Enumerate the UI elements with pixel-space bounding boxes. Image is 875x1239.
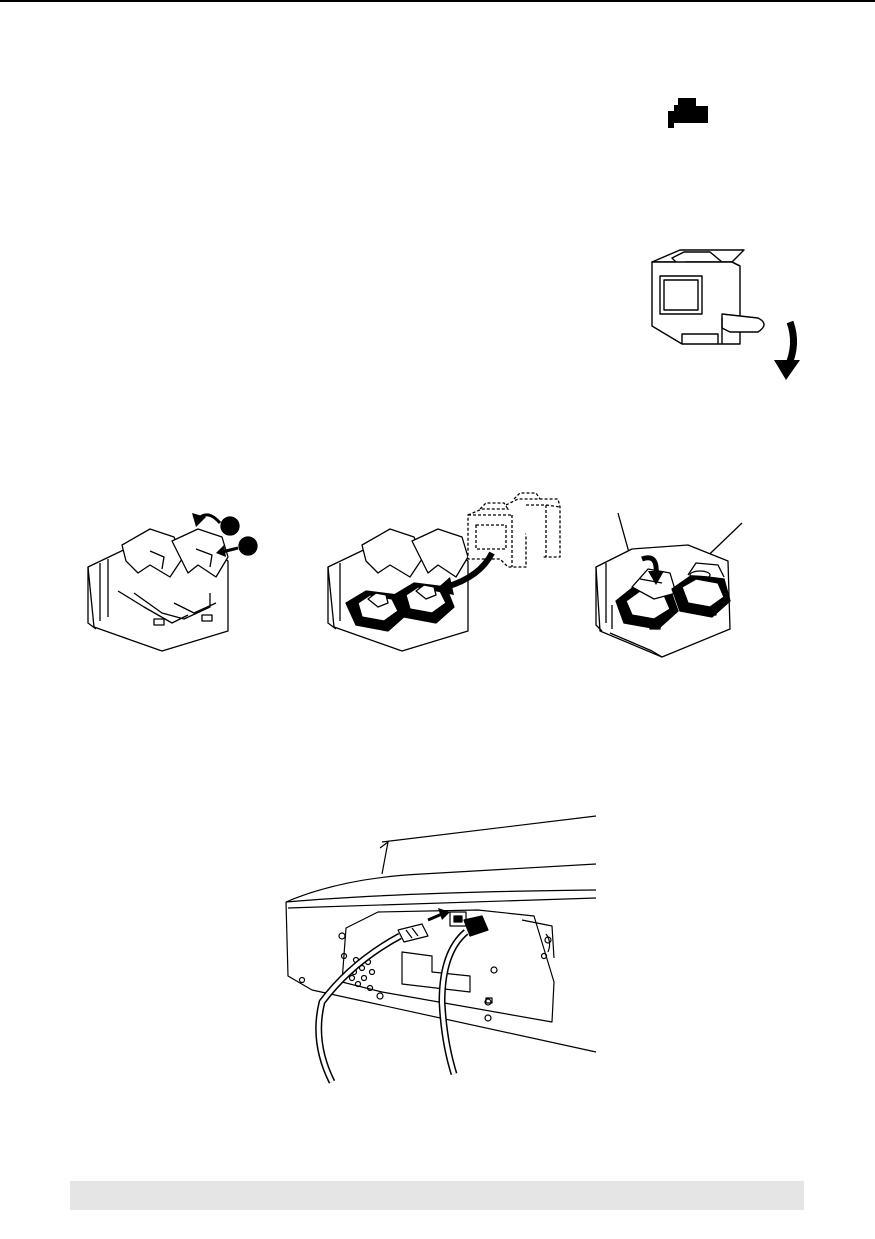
figure-cartridge-tab-removal (640, 248, 810, 383)
cartridge-silhouette-icon (668, 95, 712, 129)
figure-cartridge-latches-close (592, 505, 752, 665)
figure-cartridge-insert (322, 492, 572, 660)
figure-cartridge-latches-open (78, 495, 278, 660)
footer-bar (70, 1181, 804, 1210)
top-rule (0, 0, 875, 2)
figure-rear-cable-connection (282, 812, 602, 1092)
